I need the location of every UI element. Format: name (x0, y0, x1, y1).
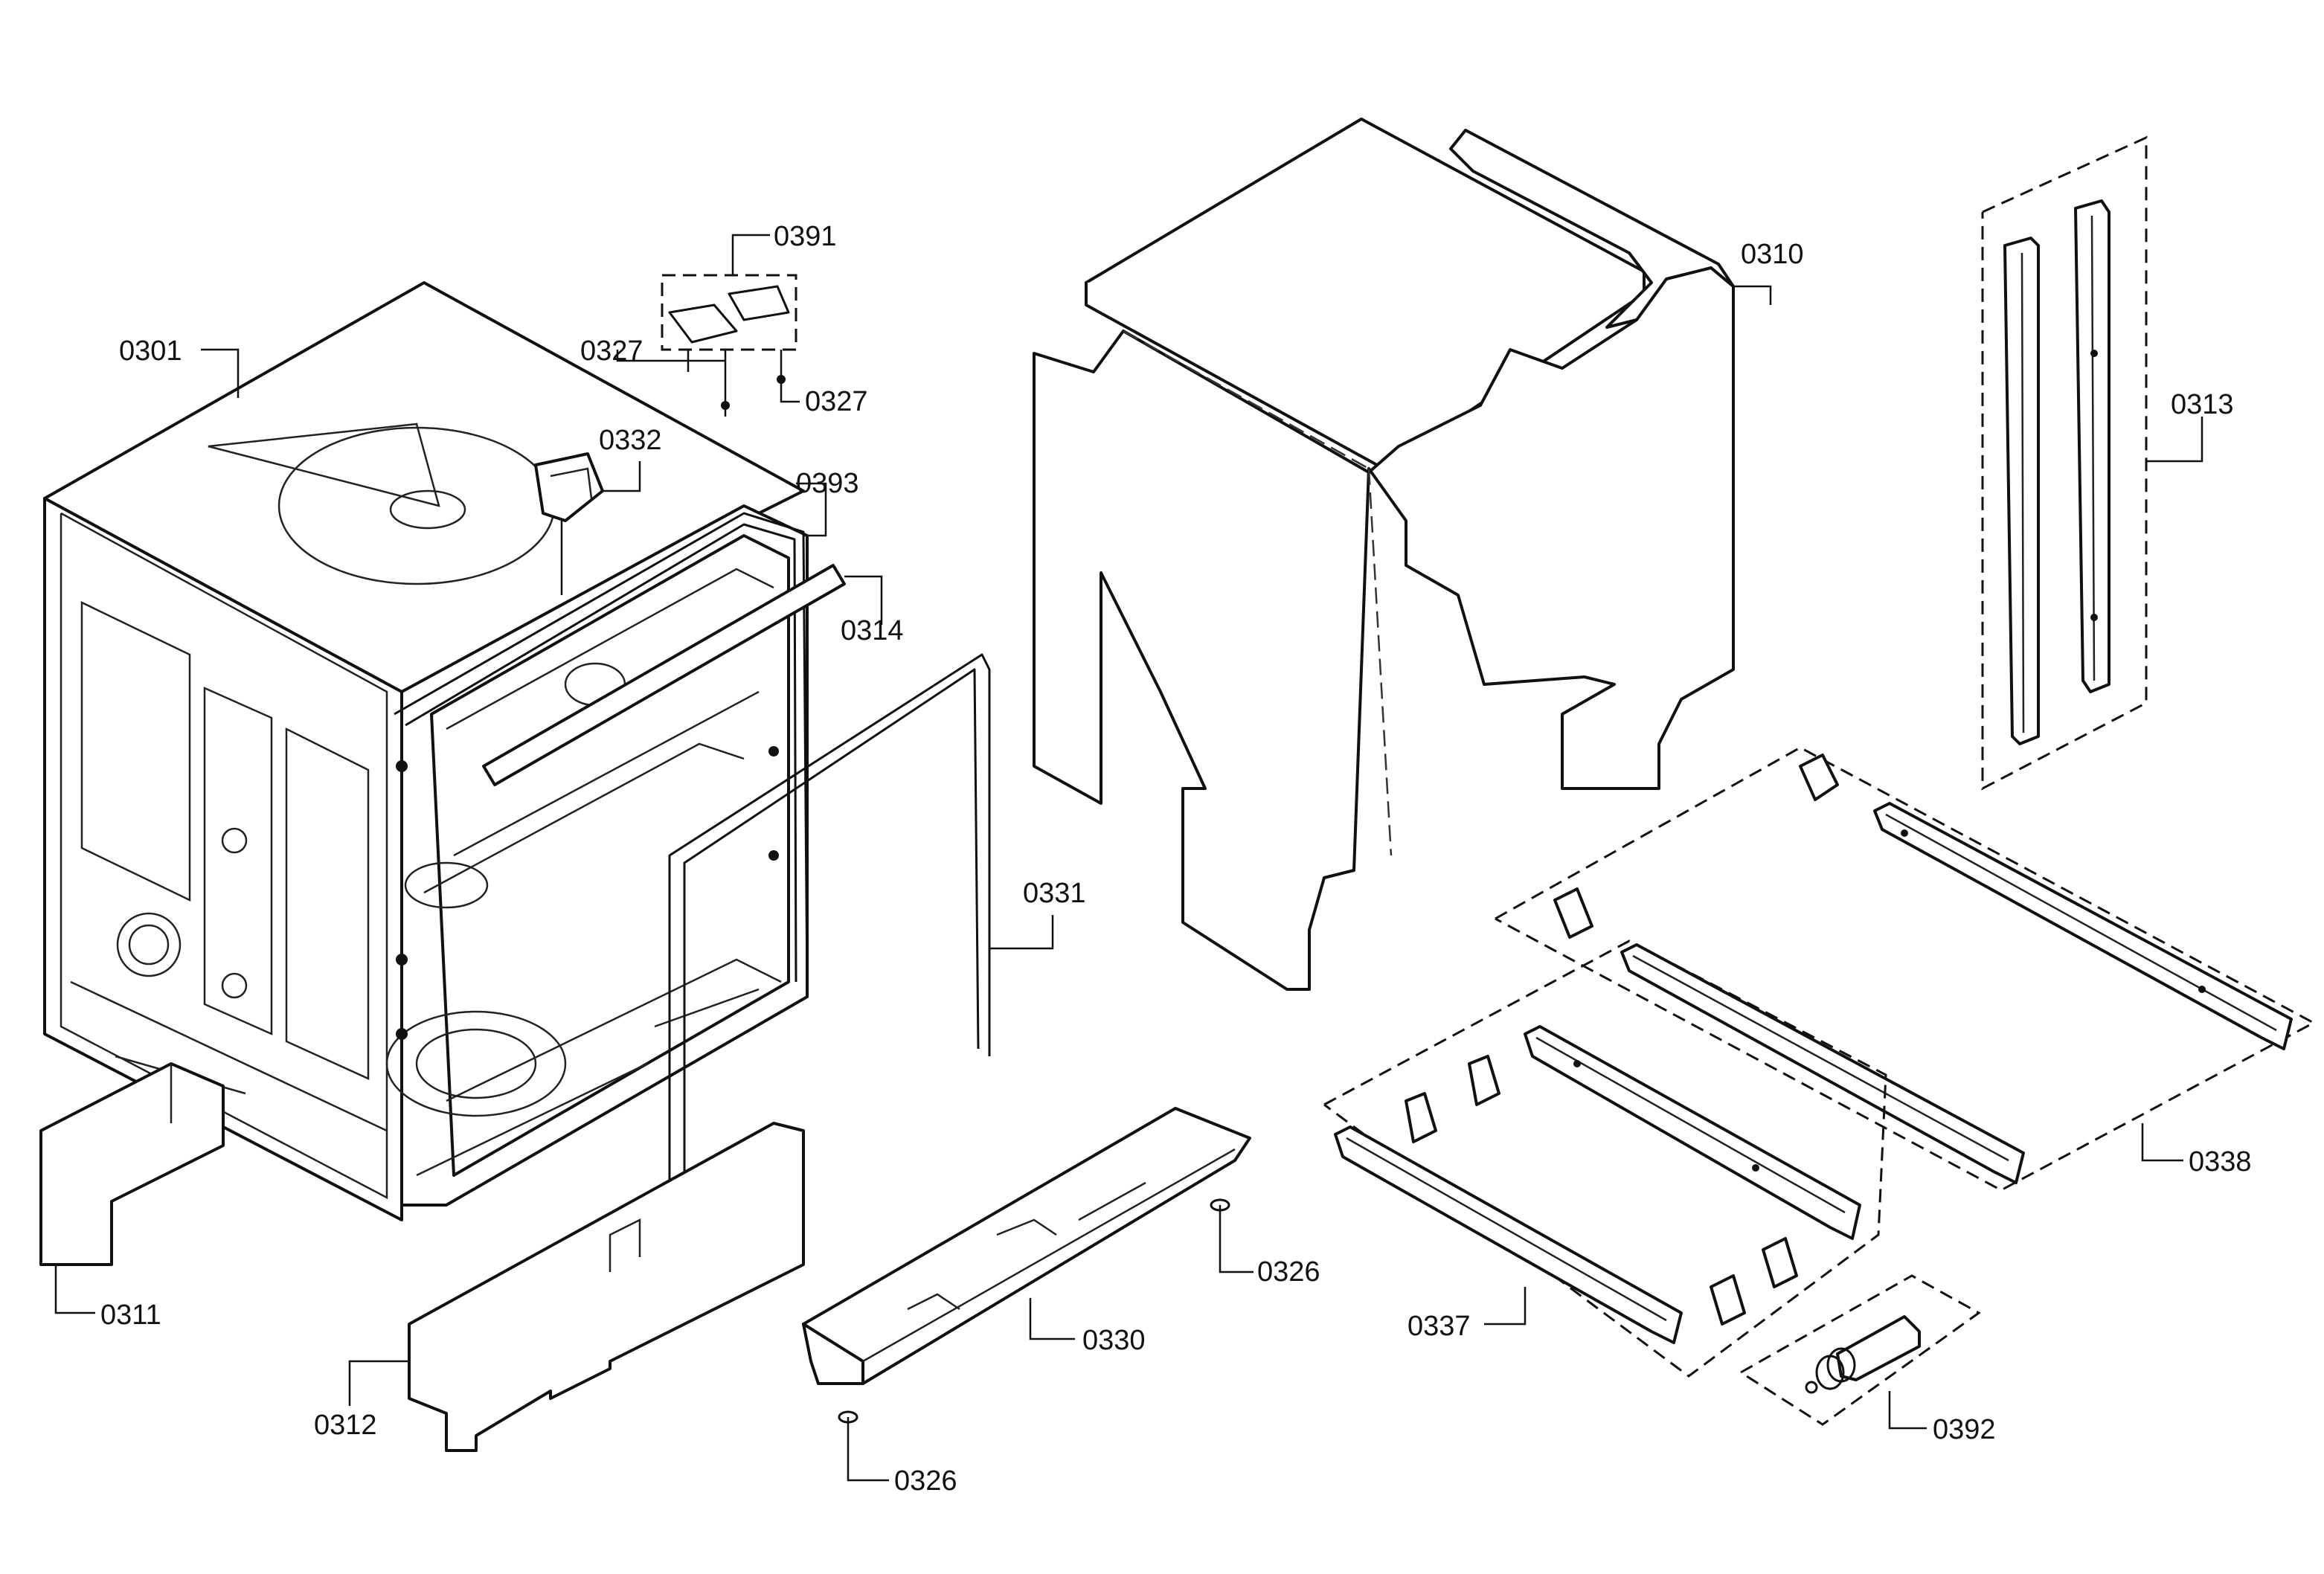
screw-0326-lower (838, 1410, 858, 1447)
side-rails-0313 (1981, 135, 2148, 791)
gasket-0331 (668, 653, 991, 1235)
callout-0311: 0311 (100, 1300, 161, 1331)
callout-0330: 0330 (1082, 1325, 1146, 1356)
tub-assembly (43, 281, 809, 1221)
callout-0392: 0392 (1933, 1414, 1996, 1445)
callout-0337: 0337 (1407, 1311, 1471, 1342)
callout-0313: 0313 (2171, 389, 2234, 420)
callout-0310: 0310 (1741, 239, 1804, 270)
door-seal-0393 (394, 512, 809, 990)
bracket-group-0391 (661, 274, 797, 417)
rail-group-0338 (1495, 746, 2317, 1192)
callout-0393: 0393 (796, 468, 859, 499)
callout-labels: 0301 0391 0327 0327 0332 0393 0314 0331 … (100, 221, 2252, 1497)
callout-0327-right: 0327 (805, 386, 868, 417)
callout-0326-lower: 0326 (894, 1465, 957, 1497)
leader-lines (54, 234, 2203, 1482)
callout-0331: 0331 (1023, 878, 1086, 909)
callout-0301: 0301 (119, 335, 182, 367)
callout-0391: 0391 (774, 221, 837, 252)
hinge-bracket-0332 (534, 452, 604, 595)
insulation-blanket-0310 (1033, 118, 1735, 991)
small-parts-0392 (1740, 1274, 1981, 1426)
callout-0327-left: 0327 (580, 335, 643, 367)
callout-0326-upper: 0326 (1257, 1256, 1320, 1288)
top-strip-0314 (482, 564, 846, 786)
base-rail-0330 (802, 1107, 1251, 1385)
callout-0314: 0314 (841, 615, 904, 646)
rail-group-0337 (1323, 939, 1887, 1378)
screw-0326-upper (1210, 1198, 1230, 1235)
callout-0332: 0332 (599, 425, 662, 456)
callout-0338: 0338 (2189, 1146, 2252, 1178)
insulation-0311 (39, 1062, 225, 1266)
callout-0312: 0312 (314, 1410, 377, 1441)
insulation-0312 (408, 1122, 805, 1452)
